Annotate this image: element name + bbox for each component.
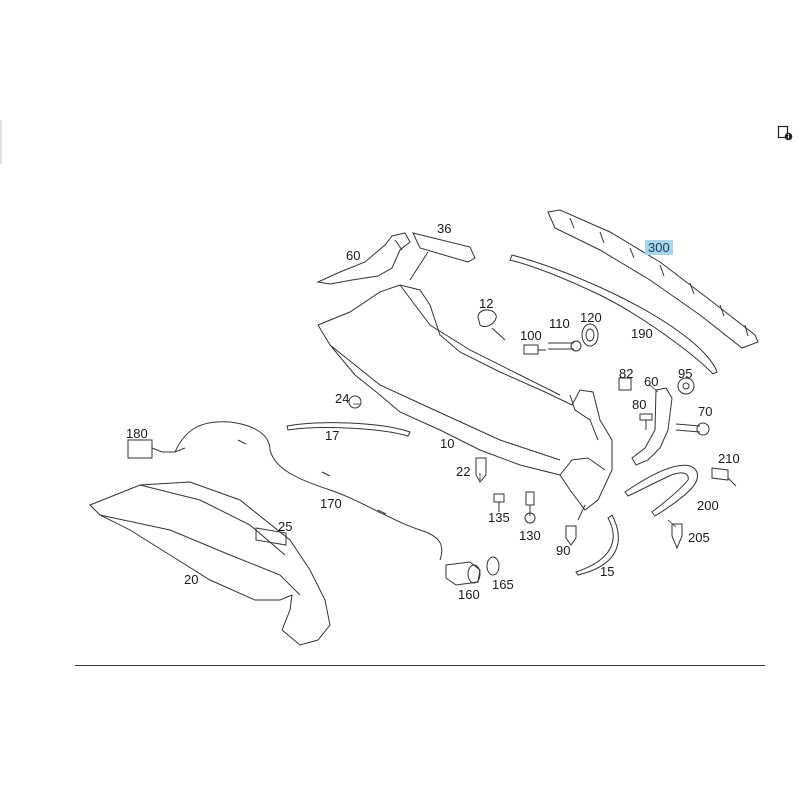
label-part-110[interactable]: 110 (549, 316, 570, 331)
part-170-wiring-harness (174, 421, 443, 561)
label-part-190[interactable]: 190 (631, 326, 653, 341)
label-part-180[interactable]: 180 (126, 426, 148, 441)
label-part-82[interactable]: 82 (619, 366, 634, 381)
label-part-25[interactable]: 25 (278, 519, 293, 534)
part-17-strip (286, 422, 411, 437)
part-10-bumper-cover (317, 284, 613, 521)
part-95-washer (677, 377, 695, 395)
part-100-clip (523, 344, 546, 355)
label-part-100[interactable]: 100 (520, 328, 542, 343)
label-part-210[interactable]: 210 (718, 451, 740, 466)
part-70-screw (675, 422, 710, 436)
label-part-70[interactable]: 70 (698, 404, 713, 419)
label-part-90[interactable]: 90 (556, 543, 571, 558)
part-20-lower-valance (89, 481, 331, 646)
left-edge-marker (0, 120, 2, 164)
label-part-120[interactable]: 120 (580, 310, 602, 325)
label-part-22[interactable]: 22 (456, 464, 471, 479)
part-165-sensor-ring (486, 556, 500, 576)
label-part-24[interactable]: 24 (335, 391, 350, 406)
label-part-135[interactable]: 135 (488, 510, 510, 525)
label-part-60b[interactable]: 60 (644, 374, 659, 389)
part-80-bolt (639, 413, 653, 430)
label-part-160[interactable]: 160 (458, 587, 480, 602)
part-130-bolt (524, 491, 536, 524)
label-part-20[interactable]: 20 (184, 572, 199, 587)
label-part-80[interactable]: 80 (632, 397, 647, 412)
part-190-trim-strip (509, 254, 718, 375)
part-205-clip (671, 523, 683, 550)
label-part-10[interactable]: 10 (440, 436, 455, 451)
bottom-divider (75, 665, 765, 666)
part-25-clip (255, 527, 287, 546)
part-135-clip (493, 493, 505, 512)
label-part-12[interactable]: 12 (479, 296, 494, 311)
label-part-130[interactable]: 130 (519, 528, 541, 543)
part-210-tab (711, 467, 737, 487)
document-info-icon[interactable] (777, 125, 793, 141)
part-15-strip (575, 514, 619, 576)
part-300-protective-strip (547, 209, 759, 349)
label-part-36[interactable]: 36 (437, 221, 452, 236)
part-82-nut (618, 377, 632, 391)
label-part-60[interactable]: 60 (346, 248, 361, 263)
part-120-grommet (581, 323, 599, 347)
part-110-screw (548, 340, 582, 352)
leader-lines (353, 384, 677, 528)
label-part-170[interactable]: 170 (320, 496, 342, 511)
part-200-bracket (624, 464, 698, 517)
label-part-300-highlighted[interactable]: 300 (645, 240, 673, 255)
label-part-200[interactable]: 200 (697, 498, 719, 513)
part-36-reflector (409, 232, 476, 281)
part-60-left-bracket (316, 232, 411, 285)
part-60-right-bracket (631, 387, 673, 466)
label-part-15[interactable]: 15 (600, 564, 615, 579)
part-180-connector (127, 439, 175, 459)
label-part-205[interactable]: 205 (688, 530, 710, 545)
part-90-clip (565, 525, 577, 546)
label-part-17[interactable]: 17 (325, 428, 340, 443)
part-12-cap (477, 309, 506, 341)
label-part-165[interactable]: 165 (492, 577, 514, 592)
part-22-clip (475, 457, 487, 483)
part-24-clip (348, 395, 362, 409)
label-part-95[interactable]: 95 (678, 366, 693, 381)
part-160-park-sensor (445, 561, 481, 586)
